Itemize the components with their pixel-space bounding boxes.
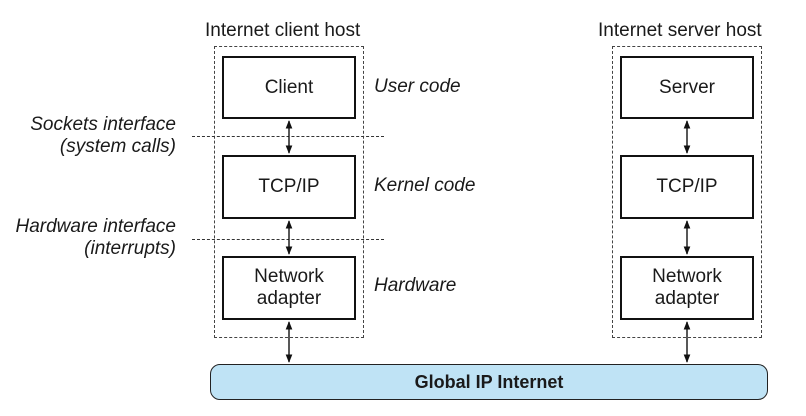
hardware-label: Hardware bbox=[374, 275, 457, 296]
hardware-interface-label: Hardware interface (interrupts) bbox=[0, 216, 176, 260]
hardware-interface-line1: Hardware interface bbox=[15, 216, 176, 237]
sockets-interface-line bbox=[192, 136, 384, 137]
hardware-interface-line2: (interrupts) bbox=[84, 238, 176, 259]
client-host-title: Internet client host bbox=[205, 20, 361, 41]
server-box: Server bbox=[620, 56, 754, 119]
server-tcpip-box: TCP/IP bbox=[620, 155, 754, 219]
hardware-interface-line bbox=[192, 239, 384, 240]
client-box: Client bbox=[222, 56, 356, 119]
client-tcpip-box: TCP/IP bbox=[222, 155, 356, 219]
server-network-adapter-box: Network adapter bbox=[620, 256, 754, 320]
user-code-label: User code bbox=[374, 76, 461, 97]
client-network-adapter-box: Network adapter bbox=[222, 256, 356, 320]
kernel-code-label: Kernel code bbox=[374, 175, 476, 196]
sockets-interface-label: Sockets interface (system calls) bbox=[0, 114, 176, 158]
global-ip-internet-label: Global IP Internet bbox=[414, 371, 564, 392]
global-ip-internet-bar: Global IP Internet bbox=[210, 364, 768, 400]
server-host-title: Internet server host bbox=[598, 20, 762, 41]
sockets-interface-line2: (system calls) bbox=[59, 136, 176, 157]
sockets-interface-line1: Sockets interface bbox=[30, 114, 176, 135]
